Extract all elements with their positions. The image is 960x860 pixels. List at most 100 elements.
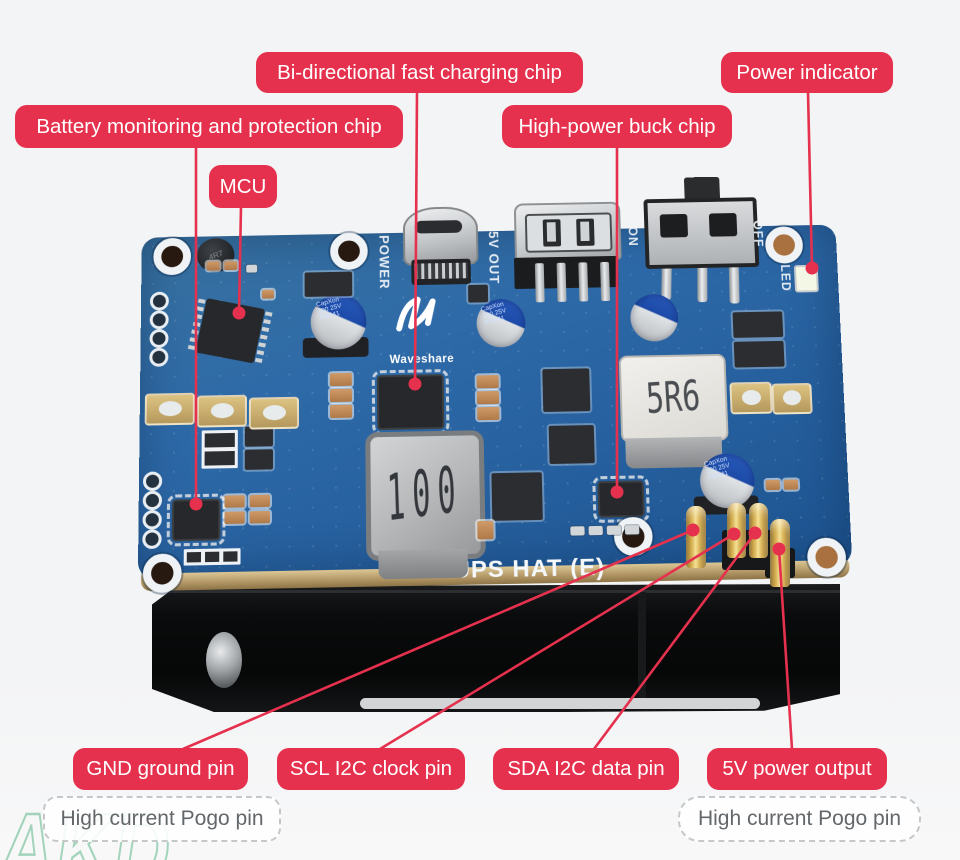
pogo-pin-scl xyxy=(727,503,746,558)
mounting-hole xyxy=(613,516,654,557)
smd-component xyxy=(477,406,500,421)
smd-component xyxy=(220,548,241,565)
silkscreen-led: LED xyxy=(778,264,794,292)
smd-component xyxy=(244,449,273,470)
battery-holder-highlight xyxy=(360,698,760,709)
note-high-current-pogo-right: High current Pogo pin xyxy=(678,796,921,842)
usb-c-port xyxy=(402,206,479,266)
usb-a-opening xyxy=(524,212,613,253)
mounting-hole xyxy=(153,237,192,276)
inductor-100-body xyxy=(378,548,469,580)
battery-holder-edge xyxy=(152,590,840,593)
smd-component xyxy=(476,375,499,389)
charging-chip xyxy=(371,368,450,436)
callout-power-indicator: Power indicator xyxy=(721,52,893,93)
switch-slot xyxy=(659,213,689,238)
usb-a-leg xyxy=(556,262,567,302)
through-hole-pad xyxy=(142,529,162,550)
mcu-chip xyxy=(195,298,266,364)
smd-component xyxy=(588,525,603,536)
smd-component xyxy=(477,520,494,540)
battery-spring-contact xyxy=(206,632,242,688)
smd-component xyxy=(765,479,781,491)
silkscreen-off: OFF xyxy=(750,220,766,248)
callout-battery-monitor-chip: Battery monitoring and protection chip xyxy=(15,105,403,148)
smd-component xyxy=(329,388,352,403)
smd-component xyxy=(606,525,622,535)
silkscreen-power: POWER xyxy=(376,234,392,290)
through-hole-pad xyxy=(142,471,163,492)
smd-component xyxy=(249,510,270,524)
battery-holder-divider xyxy=(638,592,646,704)
smd-component xyxy=(329,372,352,387)
through-hole-pad xyxy=(149,328,169,349)
smd-component xyxy=(224,511,245,524)
usb-a-leg xyxy=(534,263,545,303)
waveshare-brand-text: Waveshare xyxy=(389,353,455,367)
callout-sda-pin: SDA I2C data pin xyxy=(493,748,679,790)
inductor-5r6: 5R6 xyxy=(618,353,729,443)
smd-component xyxy=(732,311,784,338)
pogo-pin-sda xyxy=(749,503,768,558)
battery-pad xyxy=(196,394,247,428)
smd-component xyxy=(783,479,799,490)
usb-a-port xyxy=(513,201,622,262)
callout-charging-chip: Bi-directional fast charging chip xyxy=(256,52,583,93)
electrolytic-capacitor xyxy=(629,293,679,342)
smd-component xyxy=(304,271,353,297)
callout-mcu: MCU xyxy=(209,165,277,208)
through-hole-pad xyxy=(149,310,169,330)
battery-pad xyxy=(248,396,300,430)
smd-component xyxy=(570,526,585,536)
switch-slot xyxy=(708,212,738,237)
smd-component xyxy=(548,425,595,465)
smd-component xyxy=(733,340,785,368)
silkscreen-on: ON xyxy=(625,226,641,247)
inductor-100: 100 xyxy=(365,430,486,562)
smd-component xyxy=(262,289,274,299)
smd-component xyxy=(224,261,238,271)
smd-component xyxy=(624,525,640,535)
smd-component xyxy=(246,264,258,273)
through-hole-pad xyxy=(142,509,162,530)
battery-holder xyxy=(152,584,840,712)
power-switch xyxy=(643,197,760,269)
smd-component xyxy=(542,368,591,412)
smd-component xyxy=(476,390,500,405)
mounting-hole xyxy=(764,226,804,264)
usb-a-contact xyxy=(576,218,595,246)
through-hole-pad xyxy=(149,347,169,367)
usb-c-solder-base xyxy=(411,258,471,286)
smd-component xyxy=(206,261,220,271)
smd-component xyxy=(330,404,353,419)
waveshare-logo-icon xyxy=(393,292,441,336)
usb-a-leg xyxy=(600,261,611,302)
through-hole-pad xyxy=(142,490,163,511)
mounting-hole xyxy=(330,232,368,271)
smd-component xyxy=(224,495,245,508)
pogo-pin-5v xyxy=(770,519,790,587)
pogo-pin-gnd xyxy=(686,506,706,568)
callout-buck-chip: High-power buck chip xyxy=(502,105,732,148)
power-led xyxy=(793,264,819,293)
electrolytic-capacitor: CapXon 100 25V PM041 xyxy=(476,298,526,348)
battery-pad xyxy=(771,382,813,415)
callout-gnd-pin: GND ground pin xyxy=(73,748,248,790)
silkscreen-5v-out: 5V OUT xyxy=(485,230,502,285)
usb-a-leg xyxy=(578,262,589,302)
smd-component xyxy=(468,284,489,303)
through-hole-pad xyxy=(149,291,169,311)
smd-component xyxy=(491,472,543,521)
smd-component xyxy=(249,494,270,508)
smd-component xyxy=(201,447,238,469)
battery-pad xyxy=(144,392,195,426)
usb-a-contact xyxy=(542,219,562,247)
callout-5v-output: 5V power output xyxy=(707,748,887,790)
callout-scl-pin: SCL I2C clock pin xyxy=(277,748,465,790)
usb-c-slot xyxy=(414,220,463,234)
battery-pad xyxy=(729,381,773,415)
waveshare-logo: ® Waveshare xyxy=(389,284,485,370)
battery-monitor-chip xyxy=(166,493,226,547)
buck-chip xyxy=(592,475,650,523)
